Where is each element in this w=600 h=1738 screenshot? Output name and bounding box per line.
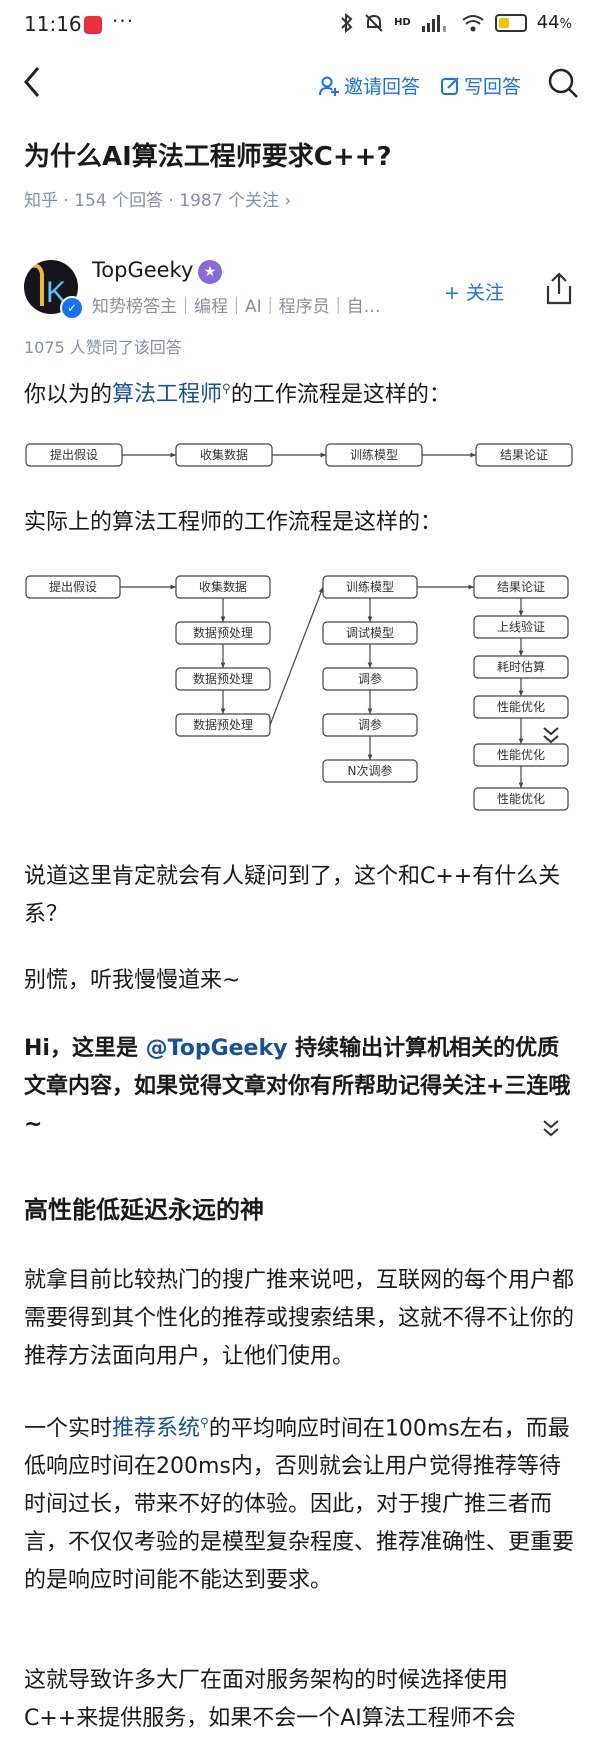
paragraph-latency: 一个实时推荐系统⚲的平均响应时间在100ms左右，而最低响应时间在200ms内，… (24, 1416, 575, 1594)
diagram-node-label: 提出假设 (49, 579, 97, 594)
diagram-arrowhead (470, 452, 476, 458)
app-notification-icon (84, 16, 102, 34)
diagram-arrowhead (170, 452, 176, 458)
author-desc: 知势榜答主｜编程｜AI｜程序员｜自… (92, 297, 381, 317)
diagram-node-label: 数据预处理 (193, 625, 253, 640)
paragraph-question: 说道这里肯定就会有人疑问到了，这个和C++有什么关系？ (24, 864, 561, 927)
diagram-node-label: 收集数据 (199, 579, 247, 594)
diagram-node-label: 调参 (358, 717, 382, 732)
status-indicators: HD 44% (340, 12, 572, 33)
diagram-arrowhead (318, 587, 324, 593)
section-heading: 高性能低延迟永远的神 (24, 1196, 264, 1224)
diagram-node-label: N次调参 (348, 763, 393, 778)
diagram-node-label: 结果论证 (500, 448, 548, 462)
diagram-node-label: 性能优化 (497, 748, 545, 762)
edit-icon (441, 76, 459, 95)
chevron-down-double-icon[interactable] (540, 724, 562, 746)
diagram-arrowhead (220, 662, 226, 668)
diagram-node-label: 收集数据 (200, 447, 248, 462)
paragraph-recommendation: 就拿目前比较热门的搜广推来说吧，互联网的每个用户都需要得到其个性化的推荐或搜索结… (24, 1268, 575, 1369)
diagram-node-label: 结果论证 (497, 580, 545, 594)
back-arrow-icon (24, 67, 40, 97)
answer-count: 154 个回答 (74, 191, 164, 211)
paragraph-intro: 你以为的算法工程师⚲的工作流程是这样的： (24, 382, 451, 408)
diagram-node-label: 训练模型 (350, 447, 398, 462)
invite-answer-label: 邀请回答 (344, 76, 421, 98)
diagram-node-label: 训练模型 (346, 579, 394, 594)
back-button[interactable] (20, 64, 44, 106)
diagram-node-label: 数据预处理 (193, 671, 253, 686)
search-icon[interactable] (546, 66, 580, 100)
status-time: 11:16 (24, 12, 82, 36)
share-icon[interactable] (544, 272, 574, 306)
chevron-down-double-icon[interactable] (540, 1117, 562, 1139)
diagram-arrowhead (220, 616, 226, 622)
diagram-node-label: 调试模型 (346, 625, 394, 640)
creator-badge-icon: ★ (198, 260, 222, 284)
diagram-node-label: 调参 (358, 671, 382, 686)
diagram-node-label: 性能优化 (497, 700, 545, 714)
status-bar: 11:16 ··· HD 44% (0, 0, 600, 52)
diagram-node-label: 数据预处理 (193, 717, 253, 732)
wifi-icon (462, 14, 484, 31)
diagram-arrowhead (367, 662, 373, 668)
diagram-node-label: 提出假设 (50, 447, 98, 462)
follow-button[interactable]: + 关注 (444, 282, 504, 304)
likes-count: 1075 人赞同了该回答 (24, 338, 182, 357)
diagram-arrowhead (518, 690, 524, 696)
diagram-arrowhead (367, 708, 373, 714)
mention-link[interactable]: @TopGeeky (145, 1036, 288, 1061)
diagram-arrowhead (320, 452, 326, 458)
question-source: 知乎 (24, 191, 58, 211)
more-notifications-icon: ··· (112, 9, 135, 33)
bluetooth-icon (341, 12, 353, 33)
battery-icon (494, 13, 527, 32)
follower-count: 1987 个关注 (179, 191, 279, 211)
diagram-arrowhead (367, 754, 373, 760)
diagram-arrowhead (367, 616, 373, 622)
question-title[interactable]: 为什么AI算法工程师要求C++? (24, 142, 392, 172)
battery-percent: 44% (536, 12, 572, 33)
paragraph-promo: Hi，这里是 @TopGeeky 持续输出计算机相关的优质文章内容，如果觉得文章… (24, 1036, 571, 1137)
author-name[interactable]: TopGeeky (92, 258, 194, 282)
mute-icon (365, 13, 383, 32)
diagram-node-label: 耗时估算 (497, 659, 545, 674)
paragraph-calm: 别慌，听我慢慢道来~ (24, 968, 241, 993)
hd-signal-icon: HD (394, 17, 411, 28)
diagram-node (475, 443, 573, 467)
workflow-diagram-actual: 提出假设收集数据数据预处理数据预处理数据预处理训练模型调试模型调参调参N次调参结… (25, 575, 569, 811)
diagram-arrowhead (518, 738, 524, 744)
diagram-arrowhead (170, 584, 176, 590)
paragraph-cpp: 这就导致许多大厂在面对服务架构的时候选择使用C++来提供服务，如果不会一个AI算… (24, 1668, 516, 1731)
search-sup-icon: ⚲ (222, 382, 231, 396)
write-answer-button[interactable]: 写回答 (440, 72, 521, 99)
search-sup-icon: ⚲ (200, 1416, 209, 1430)
diagram-arrowhead (518, 610, 524, 616)
diagram-arrowhead (518, 782, 524, 788)
diagram-node-label: 性能优化 (497, 792, 545, 806)
paragraph-actual: 实际上的算法工程师的工作流程是这样的： (24, 510, 443, 535)
keyword-link[interactable]: 推荐系统⚲ (112, 1416, 209, 1442)
nav-bar: 邀请回答 写回答 (0, 52, 600, 116)
author-row: K ✓ TopGeeky ★ 知势榜答主｜编程｜AI｜程序员｜自… + 关注 (0, 256, 600, 326)
keyword-link[interactable]: 算法工程师⚲ (112, 382, 231, 408)
write-answer-label: 写回答 (464, 76, 522, 98)
signal-icon (421, 14, 446, 32)
invite-answer-button[interactable]: 邀请回答 (318, 72, 420, 99)
diagram-arrowhead (518, 650, 524, 656)
diagram-arrowhead (220, 708, 226, 714)
diagram-arrow (269, 586, 324, 726)
verified-badge-icon: ✓ (60, 296, 84, 320)
invite-user-icon (319, 76, 339, 96)
workflow-diagram-simple: 提出假设 收集数据 训练模型 结果论证 (25, 443, 573, 467)
diagram-arrowhead (468, 584, 474, 590)
diagram-node-label: 上线验证 (497, 619, 545, 634)
avatar[interactable]: K (24, 260, 78, 314)
question-meta[interactable]: 知乎 · 154 个回答 · 1987 个关注 › (24, 191, 292, 211)
chevron-right-icon: › (284, 191, 292, 211)
